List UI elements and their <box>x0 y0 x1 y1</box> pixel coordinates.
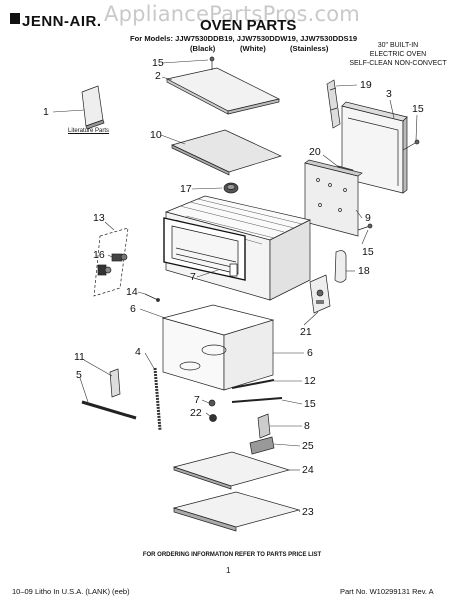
callout-9: 9 <box>365 212 371 224</box>
callout-8: 8 <box>304 420 310 432</box>
callout-22: 22 <box>190 407 202 419</box>
bracket-part-19 <box>326 79 341 129</box>
callout-25: 25 <box>302 440 314 452</box>
lock-part-21 <box>309 274 331 314</box>
brand-logo-mark <box>10 13 20 24</box>
watermark: AppliancePartsPros.com <box>104 2 360 26</box>
insulation-part-10 <box>171 129 282 176</box>
screw-part-15-lower <box>357 223 373 231</box>
callout-21: 21 <box>300 326 312 338</box>
page-title: OVEN PARTS <box>200 17 297 34</box>
callout-19: 19 <box>360 79 372 91</box>
brand-logo: JENN-AIR. <box>22 13 102 30</box>
callout-16: 16 <box>93 249 105 261</box>
outer-wrap-part-6 <box>161 304 275 391</box>
bracket-part-13 <box>93 227 129 297</box>
callout-15: 15 <box>152 57 164 69</box>
callout-13: 13 <box>93 212 105 224</box>
washer-part-22 <box>209 414 217 422</box>
top-panel-part-2 <box>165 67 281 115</box>
bottom-panel-part-24 <box>172 451 291 490</box>
callout-2: 2 <box>155 70 161 82</box>
product-description: 30" BUILT-IN ELECTRIC OVEN SELF-CLEAN NO… <box>338 41 458 68</box>
screw-part-15-right <box>402 139 420 151</box>
callout-5: 5 <box>76 369 82 381</box>
callout-12: 12 <box>304 375 316 387</box>
callout-15: 15 <box>362 246 374 258</box>
trim-part-5 <box>81 400 137 420</box>
bracket-part-25 <box>249 436 275 455</box>
callout-6: 6 <box>130 303 136 315</box>
fan-part-17 <box>223 182 239 194</box>
pin-part-14 <box>144 293 160 302</box>
callout-18: 18 <box>358 265 370 277</box>
callout-15: 15 <box>304 398 316 410</box>
callout-7: 7 <box>190 271 196 283</box>
nut-part-7 <box>208 399 216 407</box>
color-stainless: (Stainless) <box>290 44 329 53</box>
callout-6: 6 <box>307 347 313 359</box>
description-line: SELF-CLEAN NON-CONVECT <box>349 60 447 67</box>
footer-litho: 10–09 Litho In U.S.A. (LANK) (eeb) <box>12 587 130 596</box>
page-number: 1 <box>226 566 231 575</box>
description-line: ELECTRIC OVEN <box>369 51 427 58</box>
callout-7: 7 <box>194 394 200 406</box>
callout-4: 4 <box>135 346 141 358</box>
literature-parts-booklet <box>81 85 105 130</box>
literature-parts-label: Literature Parts <box>68 128 110 134</box>
callout-17: 17 <box>180 183 192 195</box>
rod-part-15 <box>231 397 283 403</box>
callout-20: 20 <box>309 146 321 158</box>
callout-14: 14 <box>126 286 138 298</box>
clip-part-8 <box>257 413 271 439</box>
color-black: (Black) <box>190 44 216 53</box>
oven-cavity-assembly <box>163 195 312 301</box>
callout-11: 11 <box>74 351 85 363</box>
callout-24: 24 <box>302 464 314 476</box>
callout-3: 3 <box>386 88 392 100</box>
color-white: (White) <box>240 44 266 53</box>
screw-part-15-top <box>209 56 215 70</box>
footer-part-number: Part No. W10299131 Rev. A <box>340 587 434 596</box>
vent-part-18 <box>334 250 347 283</box>
callout-15: 15 <box>412 103 424 115</box>
description-line: 30" BUILT-IN <box>377 42 419 49</box>
callout-23: 23 <box>302 506 314 518</box>
rear-shroud-part-3 <box>341 101 408 194</box>
callout-1: 1 <box>43 106 49 118</box>
back-panel-part-9 <box>304 159 363 237</box>
base-panel-part-23 <box>172 491 301 532</box>
heating-element-part-4 <box>153 367 162 431</box>
switch-part-16 <box>97 253 128 276</box>
ordering-note: FOR ORDERING INFORMATION REFER TO PARTS … <box>142 552 322 558</box>
side-rail-part-11 <box>109 368 121 398</box>
rod-part-12 <box>231 379 275 389</box>
model-list: For Models: JJW7530DDB19, JJW7530DDW19, … <box>130 34 358 43</box>
callout-10: 10 <box>150 129 162 141</box>
